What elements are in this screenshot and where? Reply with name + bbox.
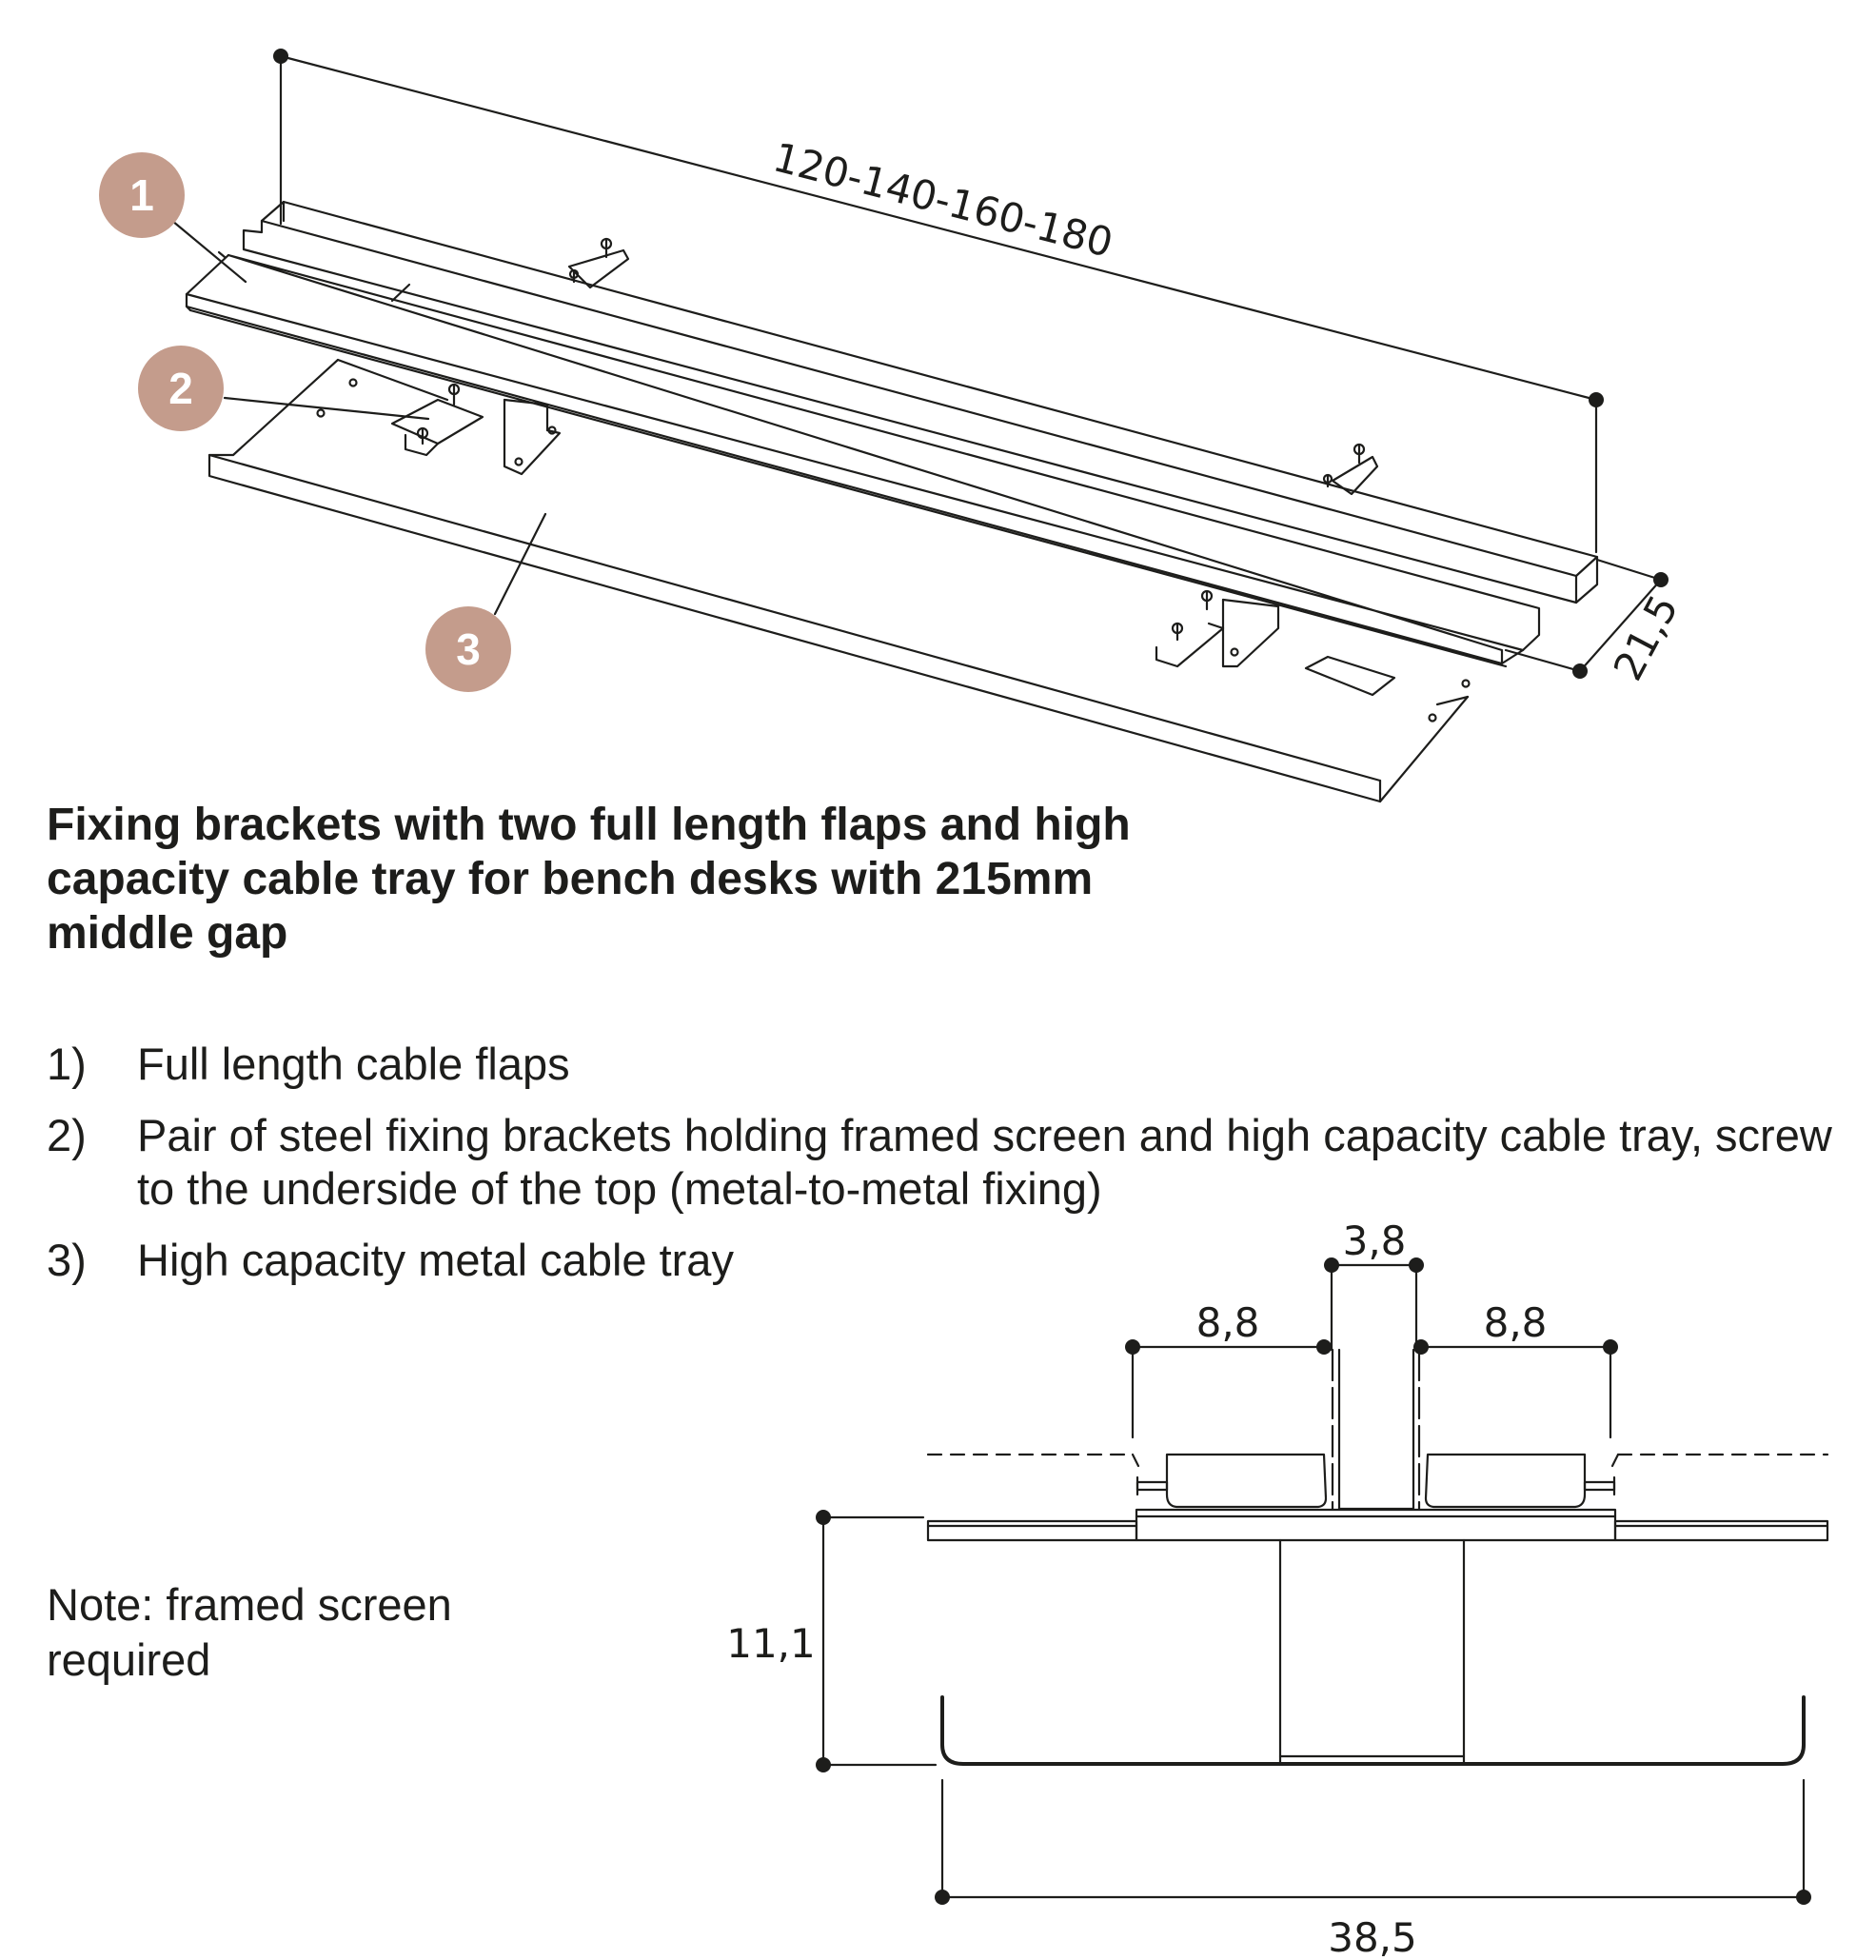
legend-number: 2) [47,1110,87,1160]
depth-dimension-line [1504,558,1663,673]
back-cable-flap [242,200,1599,604]
rear-bracket-left [567,237,630,289]
callout-circle [425,606,511,692]
product-heading: Fixing brackets with two full length fla… [47,800,1131,959]
section-cable-tray [940,1695,1806,1766]
left-bracket-label: 8,8 [1196,1299,1260,1346]
legend-number: 3) [47,1235,87,1285]
height-dimension-label: 11,1 [726,1620,816,1667]
desk-top-outline [926,1453,1829,1468]
legend-text: High capacity metal cable tray [137,1235,734,1285]
callout-badge-1: 1 [99,152,185,238]
callout-leader-1 [170,219,247,284]
section-bracket-plate [926,1508,1829,1766]
section-dimension-endpoints [816,1257,1811,1905]
callout-leader-2 [223,396,430,421]
dimension-endpoint [1572,663,1588,679]
fixing-bracket-right [1155,589,1280,668]
callout-number: 2 [168,364,193,413]
depth-dimension-label: 21,5 [1605,587,1688,688]
callout-badge-2: 2 [138,346,224,431]
legend-number: 1) [47,1039,87,1089]
legend-item: 3) High capacity metal cable tray [47,1234,1855,1287]
note-text: Note: framed screen required [47,1579,452,1685]
legend-text: Pair of steel fixing brackets holding fr… [137,1110,1832,1214]
callout-badge-3: 3 [425,606,511,692]
tray-width-label: 38,5 [1328,1914,1417,1960]
length-dimension-label: 120-140-160-180 [768,133,1117,267]
section-dimension-lines [821,1263,1806,1899]
rear-bracket-right [1322,443,1379,496]
dimension-endpoint [1589,392,1604,407]
dimension-endpoint [273,49,288,64]
legend-item: 1) Full length cable flaps [47,1038,1855,1091]
right-bracket-label: 8,8 [1484,1299,1548,1346]
legend-item: 2) Pair of steel fixing brackets holding… [47,1109,1855,1216]
callout-number: 3 [456,624,481,674]
fixing-bracket-left [390,383,562,476]
cable-outlet-hole [1304,655,1396,697]
gap-width-label: 3,8 [1343,1218,1407,1264]
callout-number: 1 [129,170,154,220]
legend-text: Full length cable flaps [137,1039,570,1089]
cable-tray [207,358,1471,803]
front-cable-flap [185,250,1541,668]
dimension-endpoint [1653,572,1669,587]
section-cable-flaps [1135,1453,1616,1509]
callout-circle [138,346,224,431]
callout-leader-3 [493,512,547,616]
length-dimension-line [279,54,1598,554]
callout-circle [99,152,185,238]
framed-screen-outline [1331,1348,1421,1511]
parts-legend: 1) Full length cable flaps 2) Pair of st… [47,1038,1855,1305]
